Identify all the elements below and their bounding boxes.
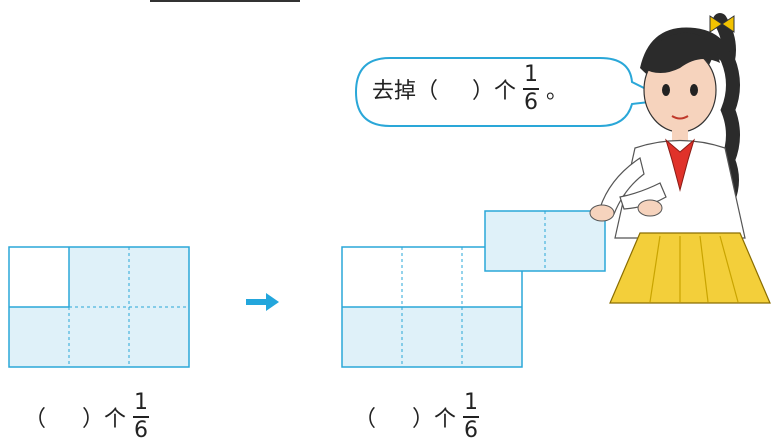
- left-frac-bar: [133, 416, 150, 418]
- left-answer-label: （ ）个 1 6: [24, 392, 150, 442]
- right-grid: [341, 210, 606, 368]
- left-open-paren: （: [24, 407, 47, 432]
- girl-illustration: [589, 13, 771, 304]
- left-grid: [8, 246, 190, 368]
- top-rule: [150, 0, 300, 2]
- right-fraction: 1 6: [462, 392, 480, 442]
- bubble-frac-den: 6: [524, 90, 539, 115]
- right-answer-label: （ ）个 1 6: [354, 392, 480, 442]
- bubble-suffix: 。: [546, 79, 569, 104]
- left-cell: [69, 247, 129, 307]
- bubble-prefix: 去掉（: [372, 79, 439, 104]
- right-frac-bar: [463, 416, 480, 418]
- left-close-text: ）个: [82, 407, 127, 432]
- left-cell: [9, 307, 69, 367]
- bubble-middle: ）个: [472, 79, 517, 104]
- left-cell: [129, 247, 189, 307]
- bubble-fraction: 1 6: [522, 64, 540, 114]
- left-cell: [69, 307, 129, 367]
- left-cell: [129, 307, 189, 367]
- right-cell: [342, 307, 402, 367]
- bubble-text: 去掉（ ）个 1 6 。: [372, 64, 568, 114]
- right-cell: [462, 307, 522, 367]
- speech-bubble: [354, 57, 670, 127]
- right-frac-den: 6: [464, 418, 479, 443]
- left-frac-den: 6: [134, 418, 149, 443]
- right-close-text: ）个: [412, 407, 457, 432]
- bubble-frac-num: 1: [524, 62, 539, 87]
- left-frac-num: 1: [134, 390, 149, 415]
- left-fraction: 1 6: [132, 392, 150, 442]
- right-frac-num: 1: [464, 390, 479, 415]
- right-arrow-icon: [246, 293, 279, 311]
- bubble-frac-bar: [523, 88, 540, 90]
- right-open-paren: （: [354, 407, 377, 432]
- right-cell: [402, 307, 462, 367]
